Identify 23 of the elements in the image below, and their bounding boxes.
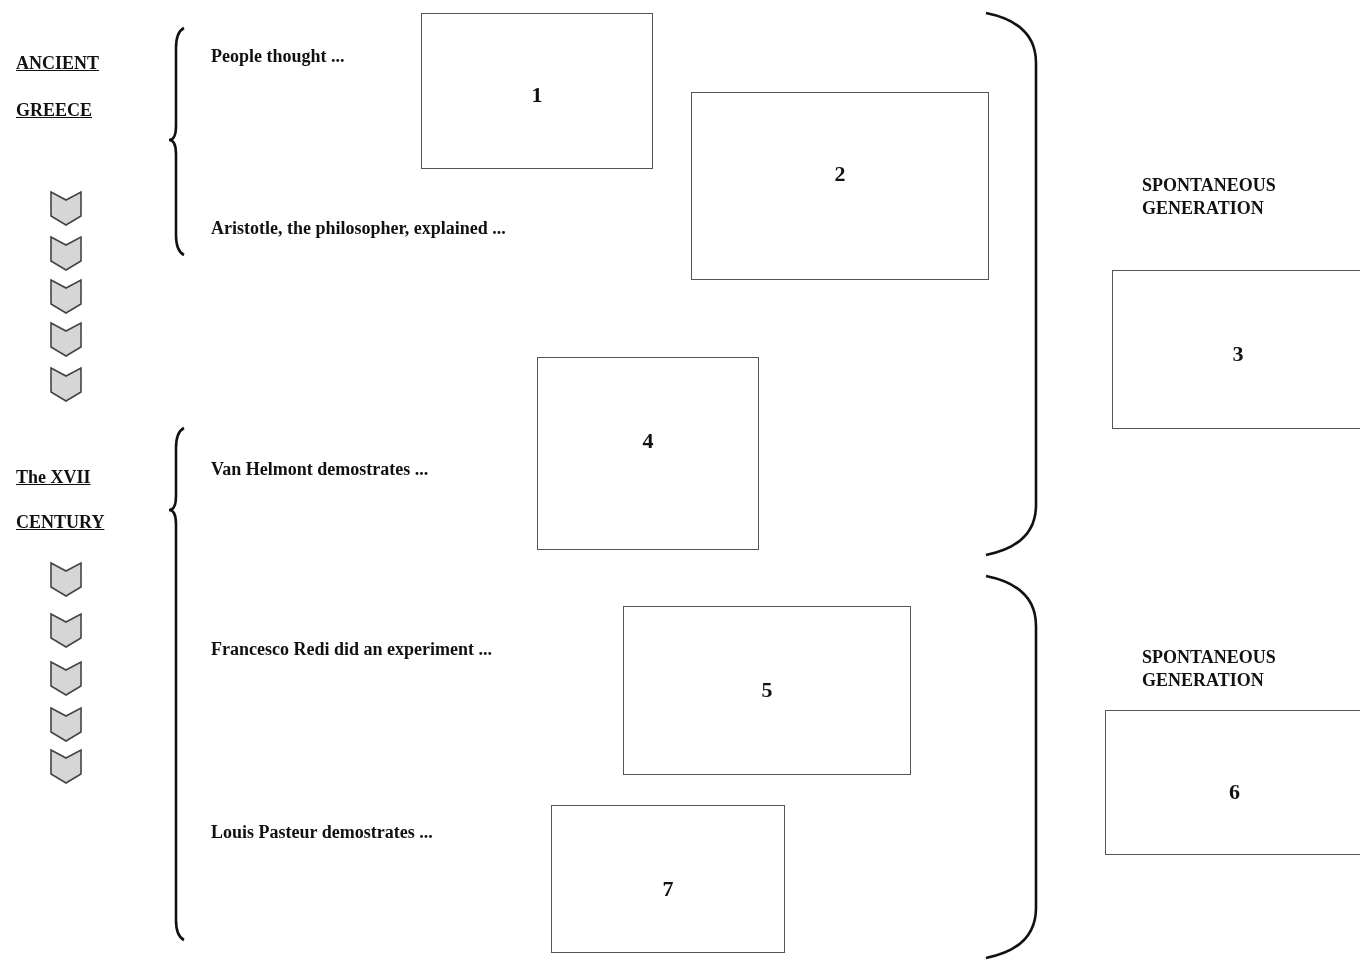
answer-box: [537, 357, 759, 550]
prompt-text: Louis Pasteur demostrates ...: [211, 821, 433, 844]
answer-box: [551, 805, 785, 953]
answer-box: [421, 13, 653, 169]
answer-box: [1105, 710, 1360, 855]
heading-text: SPONTANEOUS GENERATION: [1142, 174, 1277, 220]
prompt-text: Francesco Redi did an experiment ...: [211, 638, 492, 661]
prompt-text: Aristotle, the philosopher, explained ...: [211, 217, 506, 240]
box-number: 2: [833, 161, 847, 187]
answer-box: [1112, 270, 1360, 429]
box-number: 7: [661, 876, 675, 902]
box-number: 5: [760, 677, 774, 703]
heading-text: SPONTANEOUS GENERATION: [1142, 646, 1277, 692]
period-heading: The XVII CENTURY: [16, 466, 106, 534]
prompt-text: People thought ...: [211, 45, 345, 68]
prompt-text: Van Helmont demostrates ...: [211, 458, 429, 481]
box-number: 4: [641, 428, 655, 454]
box-number: 3: [1231, 341, 1245, 367]
answer-box: [691, 92, 989, 280]
box-number: 6: [1228, 779, 1241, 805]
box-number: 1: [530, 82, 544, 108]
answer-box: [623, 606, 911, 775]
period-heading: ANCIENT GREECE: [16, 52, 100, 122]
